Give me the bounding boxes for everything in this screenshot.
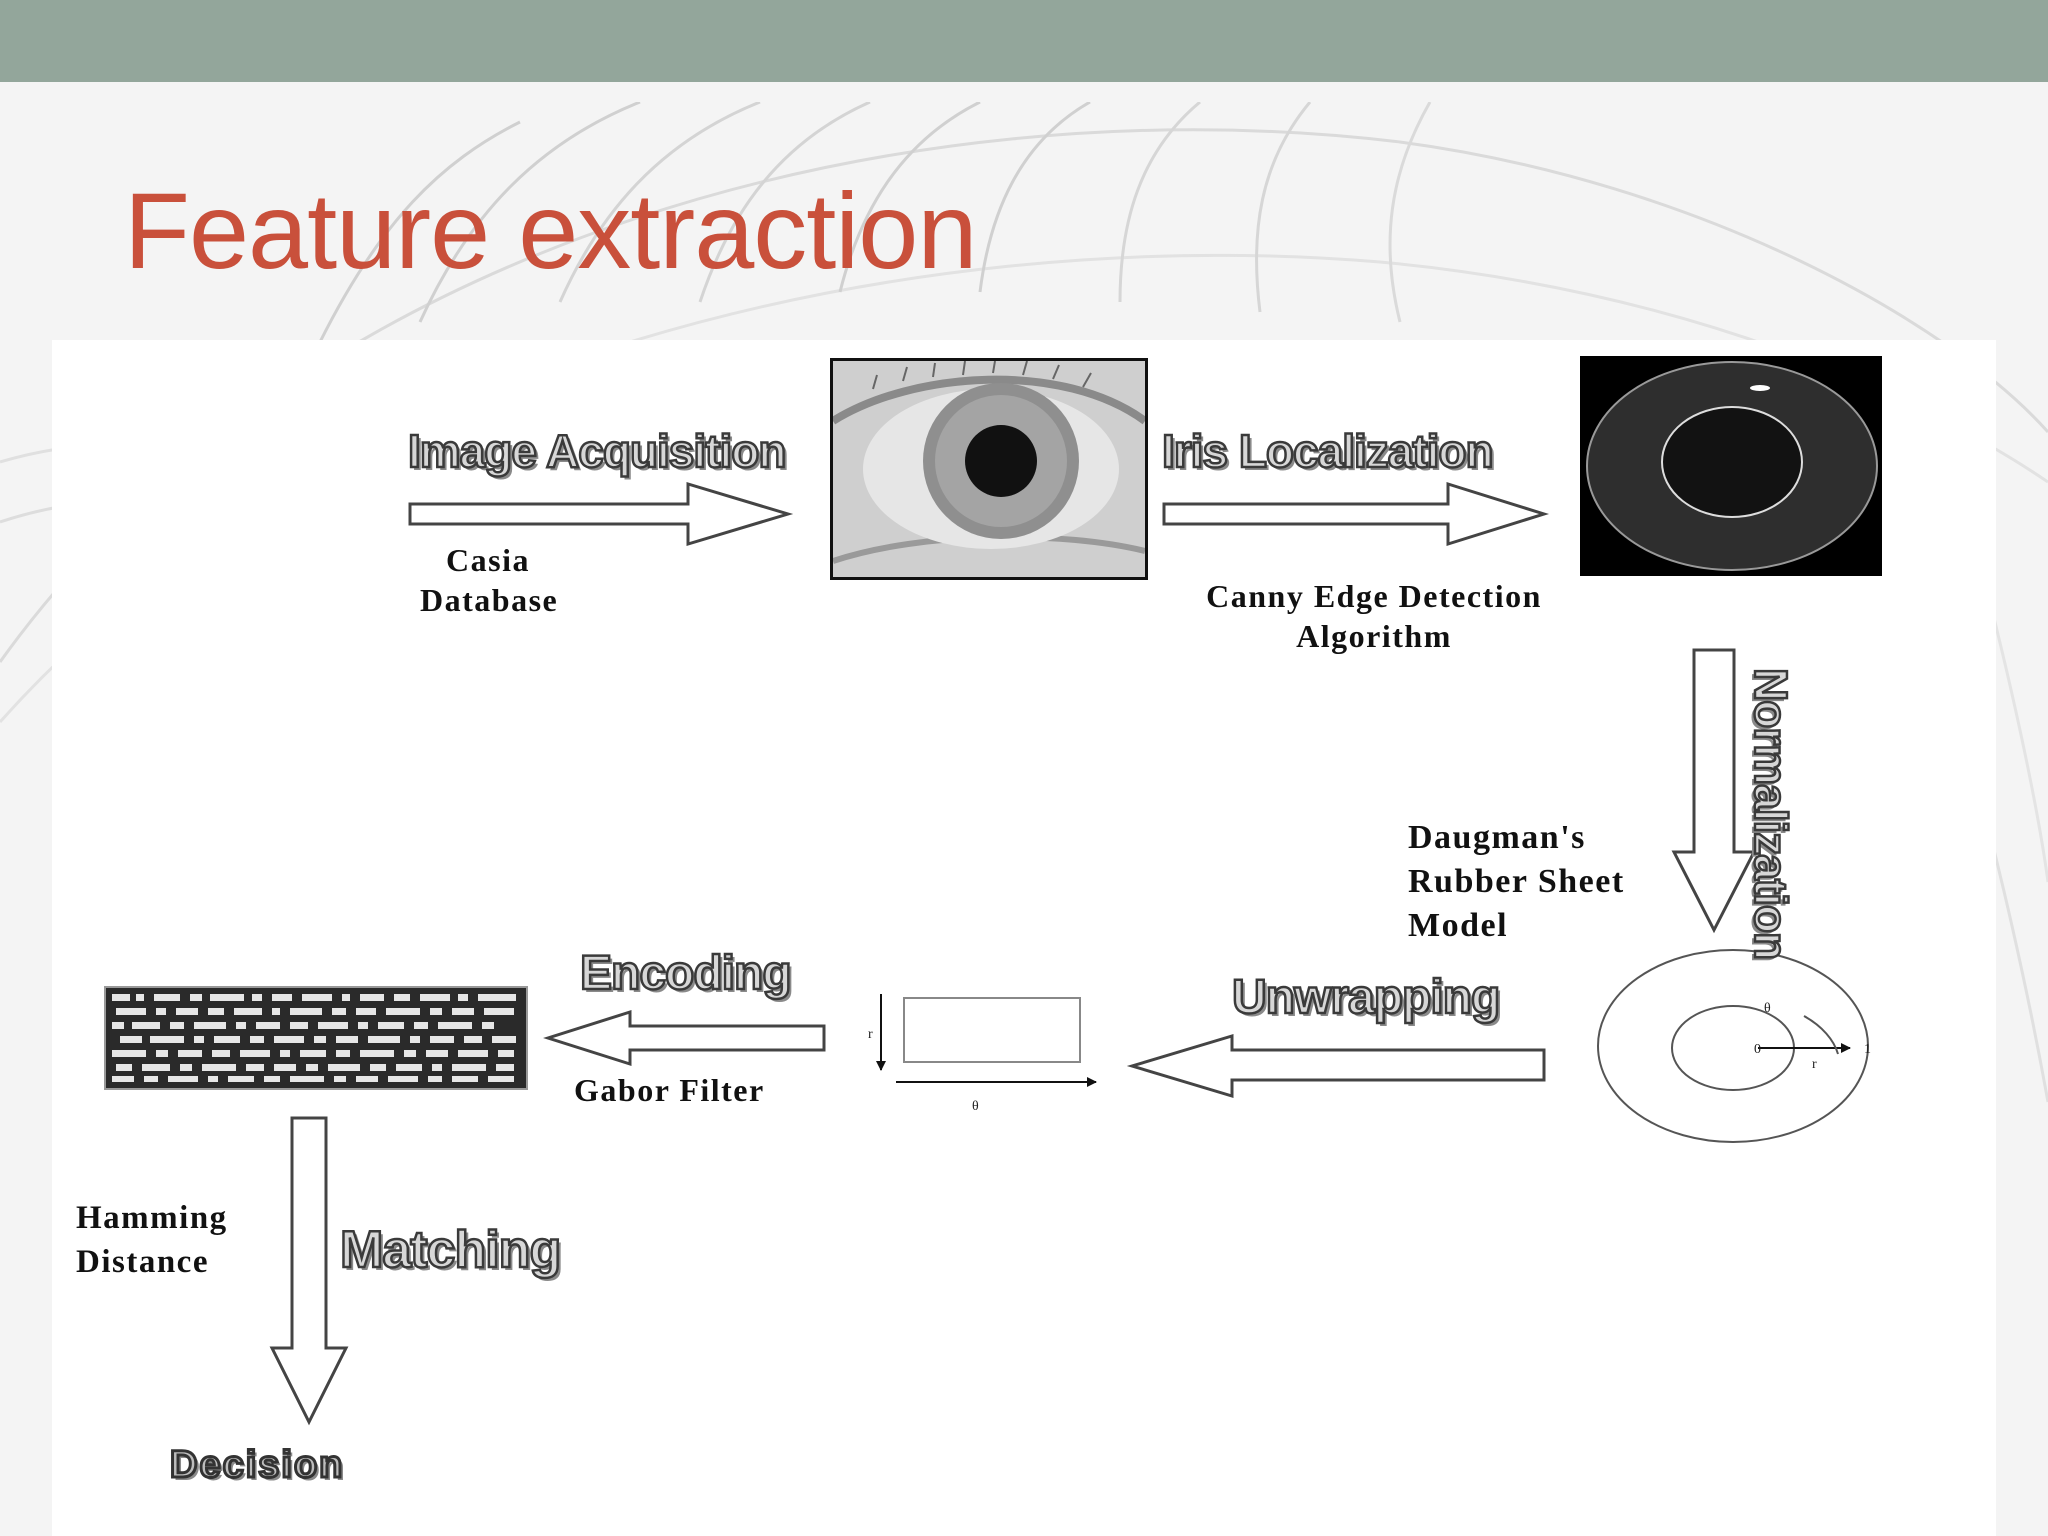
rubber-sheet-model (1597, 949, 1869, 1143)
slide-title: Feature extraction (124, 170, 977, 291)
caption-casia-database: Casia Database (420, 542, 559, 618)
rubber-sheet-zero: 0 (1754, 1042, 1761, 1057)
rubber-sheet-theta: θ (1764, 1001, 1771, 1016)
arrow-iris-localization (1162, 481, 1550, 547)
diagram-arrows: 0 1 θ r r θ (269, 481, 1871, 1426)
arrow-unwrapping (1126, 1033, 1546, 1099)
arrow-matching (269, 1116, 349, 1426)
localized-iris-image (1580, 356, 1882, 576)
caption-gabor-filter: Gabor Filter (574, 1072, 765, 1108)
caption-canny-edge-detection: Canny Edge Detection Algorithm (1206, 578, 1542, 654)
unwrapped-r-label: r (868, 1027, 873, 1042)
iris-code-template (104, 986, 528, 1090)
arrow-normalization (1671, 648, 1757, 934)
stage-unwrapping: Unwrapping (1231, 970, 1502, 1026)
unwrapped-iris-rectangle (876, 994, 1097, 1087)
arrow-encoding (543, 1009, 826, 1067)
eye-image (830, 358, 1148, 580)
rubber-sheet-r: r (1812, 1057, 1817, 1072)
rubber-sheet-one: 1 (1864, 1042, 1871, 1057)
stage-decision: Decision (168, 1443, 345, 1488)
stage-normalization: Normalization (1744, 667, 1799, 961)
caption-hamming-distance: Hamming Distance (76, 1200, 228, 1280)
slide-header-band (0, 0, 2048, 82)
iris-recognition-diagram: 0 1 θ r r θ (52, 340, 1996, 1536)
stage-matching: Matching (339, 1220, 563, 1281)
stage-encoding: Encoding (579, 946, 793, 1002)
unwrapped-theta-label: θ (972, 1099, 979, 1114)
caption-daugman-rubber-sheet: Daugman's Rubber Sheet Model (1408, 819, 1625, 944)
stage-iris-localization: Iris Localization (1161, 424, 1495, 479)
stage-image-acquisition: Image Acquisition (407, 424, 788, 479)
arrow-image-acquisition (408, 481, 794, 547)
